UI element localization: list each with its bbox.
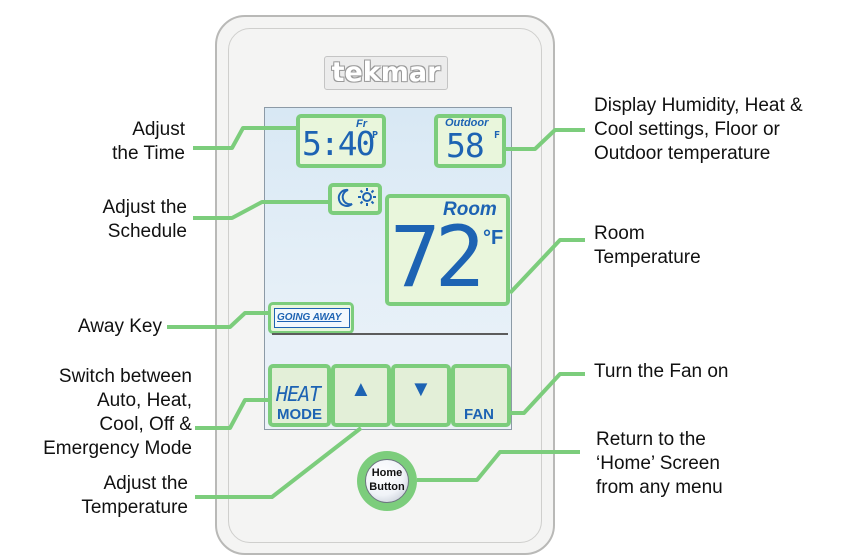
callout-text-line: Auto, Heat, bbox=[96, 390, 192, 411]
screen-divider bbox=[272, 333, 508, 335]
line-fan bbox=[511, 372, 585, 415]
callout-text-line: Adjust bbox=[132, 119, 185, 140]
callout-text-line: Schedule bbox=[107, 221, 187, 242]
mode-button[interactable] bbox=[268, 364, 331, 427]
callout-return-home: Return to the ‘Home’ Screen from any men… bbox=[596, 428, 816, 500]
line-adjust-schedule bbox=[193, 200, 328, 220]
callout-room-temperature: Room Temperature bbox=[594, 222, 794, 270]
thermostat-inner-bezel bbox=[228, 28, 542, 543]
home-label-line1: Home bbox=[371, 467, 403, 479]
home-button-label: Home Button bbox=[365, 466, 409, 494]
callout-adjust-schedule: Adjust the Schedule bbox=[45, 196, 188, 244]
callout-text-line: from any menu bbox=[596, 477, 723, 498]
callout-adjust-time: Adjust the Time bbox=[45, 118, 185, 166]
line-switch-mode bbox=[195, 398, 268, 430]
callout-text-line: Cool settings, Floor or bbox=[594, 119, 780, 140]
home-label-line2: Button bbox=[369, 481, 405, 493]
callout-away-key: Away Key bbox=[20, 315, 162, 339]
room-unit: °F bbox=[483, 227, 504, 249]
room-temp: 72 bbox=[390, 208, 485, 306]
up-button[interactable] bbox=[331, 364, 391, 427]
callout-text-line: the Time bbox=[112, 143, 185, 164]
callout-adjust-temperature: Adjust the Temperature bbox=[30, 472, 188, 520]
callout-text-line: Adjust the bbox=[102, 197, 188, 218]
time-period: P bbox=[372, 130, 379, 141]
day-label: Fr bbox=[356, 118, 367, 130]
line-display-settings bbox=[506, 128, 585, 151]
sun-icon bbox=[357, 187, 377, 212]
callout-switch-mode: Switch between Auto, Heat, Cool, Off & E… bbox=[10, 365, 192, 461]
line-adjust-temp bbox=[195, 426, 363, 499]
callout-text-line: Cool, Off & bbox=[99, 414, 192, 435]
line-home bbox=[417, 450, 580, 482]
callout-text-line: Temperature bbox=[81, 497, 188, 518]
line-away-key bbox=[167, 311, 268, 329]
outdoor-temp: 58 bbox=[446, 126, 485, 165]
away-key-label: GOING AWAY bbox=[277, 312, 342, 323]
fan-button[interactable] bbox=[451, 364, 511, 427]
callout-text-line: Adjust the bbox=[103, 473, 189, 494]
callout-text-line: Away Key bbox=[77, 316, 162, 337]
callout-text-line: Outdoor temperature bbox=[594, 143, 771, 164]
callout-text-line: Display Humidity, Heat & bbox=[594, 95, 803, 116]
fan-label: FAN bbox=[464, 406, 494, 423]
line-room-temp bbox=[508, 238, 585, 295]
callout-fan-on: Turn the Fan on bbox=[594, 360, 814, 384]
room-temperature-display[interactable] bbox=[385, 194, 510, 306]
room-label: Room bbox=[443, 199, 497, 220]
line-adjust-time bbox=[193, 126, 296, 150]
up-arrow-icon: ▲ bbox=[350, 376, 372, 401]
schedule-display[interactable] bbox=[328, 183, 382, 215]
mode-display: HEAT bbox=[276, 382, 321, 406]
callout-text-line: Switch between bbox=[58, 366, 192, 387]
outdoor-label: Outdoor bbox=[445, 117, 489, 129]
callout-display-settings: Display Humidity, Heat & Cool settings, … bbox=[594, 94, 854, 166]
callout-text-line: ‘Home’ Screen bbox=[596, 453, 720, 474]
time-display[interactable] bbox=[296, 114, 386, 168]
outdoor-display[interactable] bbox=[434, 114, 506, 168]
callout-text-line: Return to the bbox=[596, 429, 706, 450]
away-key-inner bbox=[274, 308, 350, 328]
time-value: 5:40 bbox=[302, 124, 375, 163]
callout-text-line: Temperature bbox=[594, 247, 701, 268]
moon-icon bbox=[336, 188, 354, 213]
outdoor-unit: F bbox=[494, 130, 501, 141]
callout-text-line: Room bbox=[594, 223, 645, 244]
down-arrow-icon: ▼ bbox=[410, 376, 432, 401]
callout-text-line: Emergency Mode bbox=[43, 438, 192, 459]
down-button[interactable] bbox=[391, 364, 451, 427]
home-button[interactable] bbox=[365, 459, 409, 503]
tekmar-logo: tekmar bbox=[324, 56, 448, 90]
callout-text-line: Turn the Fan on bbox=[594, 361, 729, 382]
mode-label: MODE bbox=[277, 406, 322, 423]
